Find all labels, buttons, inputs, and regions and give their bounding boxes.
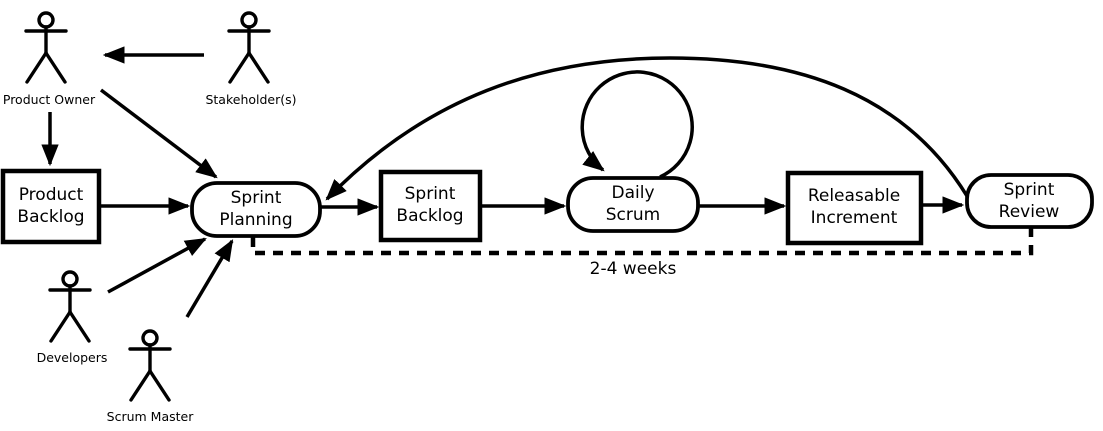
daily-scrum-box xyxy=(566,176,700,233)
sprint-backlog-label-line2: Backlog xyxy=(396,206,463,226)
node-sprint-review: Sprint Review xyxy=(965,173,1094,229)
node-releasable-increment: Releasable Increment xyxy=(785,170,924,246)
actor-developers: Developers xyxy=(37,270,108,365)
edge-developers-to-sprint-planning xyxy=(107,237,207,294)
sprint-duration-dashed-line xyxy=(250,228,1034,256)
actor-scrum-master: Scrum Master xyxy=(107,329,195,424)
releasable-increment-box xyxy=(785,170,924,246)
diagram-edges xyxy=(41,46,1034,318)
sprint-backlog-label-line1: Sprint xyxy=(405,184,456,204)
node-sprint-planning: Sprint Planning xyxy=(190,181,322,238)
daily-scrum-label-line1: Daily xyxy=(611,183,654,203)
sprint-review-label-line2: Review xyxy=(999,202,1060,222)
edge-sprint-review-to-sprint-planning-arc xyxy=(325,56,969,201)
node-product-backlog: Product Backlog xyxy=(0,168,102,245)
developers-label: Developers xyxy=(37,350,108,365)
stakeholders-person-icon xyxy=(227,11,271,84)
sprint-duration-label: 2-4 weeks xyxy=(590,259,677,279)
edge-daily-scrum-self-loop xyxy=(580,70,694,179)
sprint-planning-label-line1: Sprint xyxy=(231,188,282,208)
sprint-planning-box xyxy=(190,181,322,238)
product-backlog-box xyxy=(0,168,102,245)
edge-product-owner-to-sprint-planning xyxy=(99,88,218,179)
product-owner-label: Product Owner xyxy=(3,92,96,107)
developers-person-icon xyxy=(48,270,92,343)
releasable-increment-label-line2: Increment xyxy=(811,208,898,228)
sprint-backlog-box xyxy=(378,169,483,243)
scrum-master-person-icon xyxy=(128,329,172,402)
product-backlog-label-line1: Product xyxy=(19,185,84,205)
sprint-review-label-line1: Sprint xyxy=(1004,180,1055,200)
sprint-planning-label-line2: Planning xyxy=(219,210,292,230)
actor-stakeholders: Stakeholder(s) xyxy=(205,11,297,107)
daily-scrum-label-line2: Scrum xyxy=(606,205,660,225)
product-owner-person-icon xyxy=(24,11,68,84)
node-sprint-backlog: Sprint Backlog xyxy=(378,169,483,243)
edge-scrum-master-to-sprint-planning xyxy=(185,239,234,318)
actor-product-owner: Product Owner xyxy=(3,11,96,107)
releasable-increment-label-line1: Releasable xyxy=(808,186,900,206)
scrum-master-label: Scrum Master xyxy=(107,409,195,424)
sprint-review-box xyxy=(965,173,1094,229)
product-backlog-label-line2: Backlog xyxy=(17,207,84,227)
node-daily-scrum: Daily Scrum xyxy=(566,176,700,233)
stakeholders-label: Stakeholder(s) xyxy=(205,92,296,107)
